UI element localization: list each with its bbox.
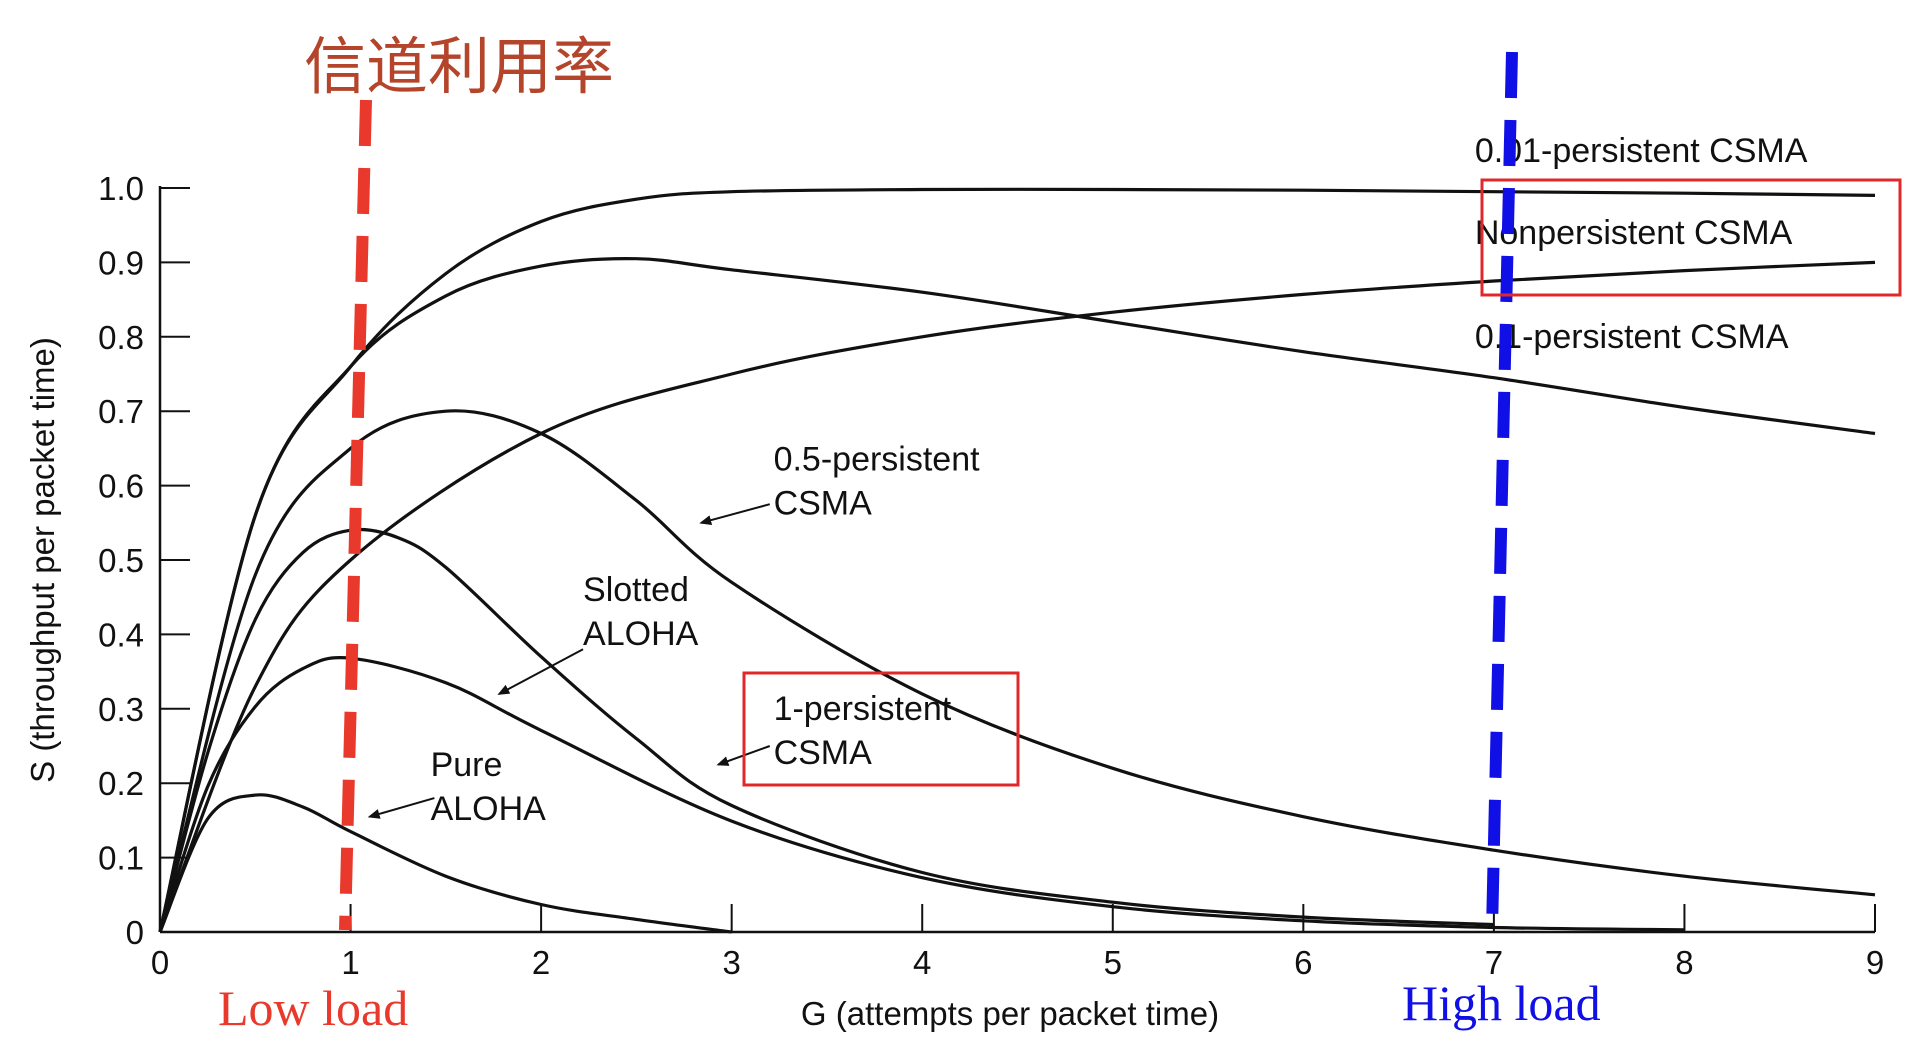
label-arrow — [367, 797, 435, 819]
y-tick-label: 0.3 — [98, 691, 144, 728]
x-tick-label: 1 — [341, 944, 359, 981]
high-load-label: High load — [1402, 975, 1601, 1031]
label-arrow — [699, 503, 771, 526]
x-tick-label: 5 — [1104, 944, 1122, 981]
series-line-nonpersistent-csma — [158, 260, 1876, 933]
y-tick-label: 1.0 — [98, 170, 144, 207]
tick-labels: 0 1 2 3 4 5 6 7 8 9 0 0.1 0.2 0.3 0.4 0.5 0.6 0.7 0.8 0.9 1.… — [98, 170, 1884, 981]
y-tick-label: 0.4 — [98, 616, 144, 653]
y-tick-label: 0.6 — [98, 468, 144, 505]
series-line-0-01-persistent-csma — [158, 187, 1876, 933]
tick-marks — [159, 187, 1876, 933]
y-tick-label: 0.2 — [98, 765, 144, 802]
label-arrow — [497, 648, 584, 695]
series-curves — [158, 187, 1876, 934]
curve-label: 0.01-persistent CSMA — [1475, 132, 1808, 170]
x-tick-label: 8 — [1675, 944, 1693, 981]
y-tick-label: 0.1 — [98, 840, 144, 877]
curve-label: 0.1-persistent CSMA — [1475, 318, 1789, 356]
y-axis-label: S (throughput per packet time) — [24, 337, 61, 783]
series-line-pure-aloha — [158, 793, 732, 934]
curve-labels: 0.01-persistent CSMA Nonpersistent CSMA 0.… — [367, 132, 1808, 828]
series-line-0-5-persistent-csma — [158, 409, 1876, 933]
series-line-0-1-persistent-csma — [158, 256, 1876, 933]
high-load-dashed-line — [1486, 51, 1518, 931]
x-tick-label: 6 — [1294, 944, 1312, 981]
low-load-dashed-line — [339, 99, 372, 931]
low-load-label: Low load — [218, 980, 408, 1036]
y-tick-label: 0.7 — [98, 393, 144, 430]
y-tick-label: 0 — [126, 914, 144, 951]
series-line-slotted-aloha — [158, 656, 1685, 933]
highlight-box-1-persistent — [742, 671, 1020, 787]
y-tick-label: 0.5 — [98, 542, 144, 579]
x-tick-label: 3 — [722, 944, 740, 981]
x-tick-label: 9 — [1866, 944, 1884, 981]
x-tick-label: 4 — [913, 944, 931, 981]
series-line-1-persistent-csma — [158, 527, 1494, 933]
y-tick-label: 0.8 — [98, 319, 144, 356]
curve-label: Nonpersistent CSMA — [1475, 214, 1793, 252]
y-tick-label: 0.9 — [98, 244, 144, 281]
highlight-box-nonpersistent — [1480, 178, 1902, 297]
chart-title: 信道利用率 — [304, 30, 614, 103]
x-axis-label: G (attempts per packet time) — [801, 995, 1219, 1032]
x-tick-label: 0 — [151, 944, 169, 981]
x-tick-label: 2 — [532, 944, 550, 981]
x-tick-label: 7 — [1485, 944, 1503, 981]
